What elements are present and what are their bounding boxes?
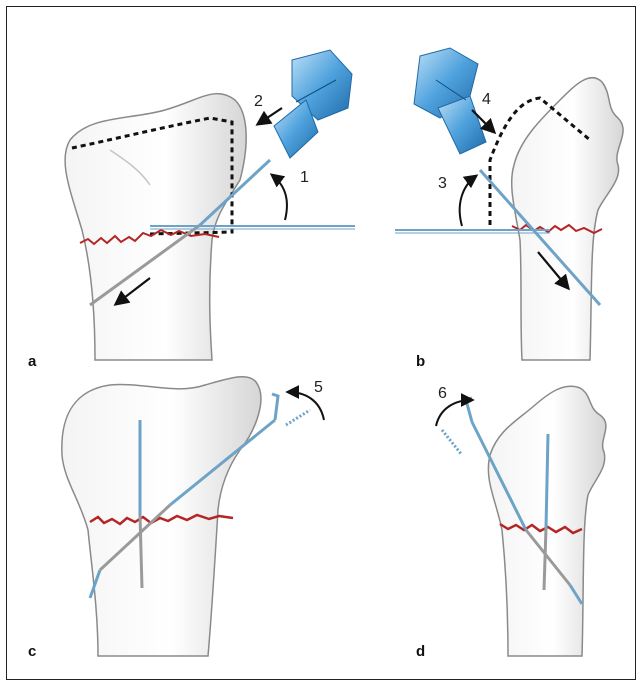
panel-b: [395, 48, 623, 360]
step-label-1: 1: [300, 169, 309, 186]
panel-c: [62, 377, 324, 656]
panel-label-c: c: [28, 643, 36, 660]
step-label-5: 5: [314, 379, 323, 396]
panel-a: [65, 50, 355, 360]
step-label-3: 3: [438, 175, 447, 192]
bone-c: [62, 377, 261, 656]
panel-d: [436, 386, 606, 656]
drill-b: [414, 48, 486, 154]
arrow-2: [258, 108, 282, 124]
angle-arrow-1: [272, 175, 287, 220]
wire-c2-dashed: [286, 410, 310, 425]
step-label-6: 6: [438, 385, 447, 402]
panel-label-b: b: [416, 353, 425, 370]
wire-c1-inside: [140, 515, 142, 588]
wire-d1: [546, 434, 548, 528]
step-label-2: 2: [254, 93, 263, 110]
wire-d2-bent: [466, 398, 472, 422]
angle-arrow-3: [460, 176, 476, 226]
panel-label-d: d: [416, 643, 425, 660]
drill-a: [274, 50, 352, 158]
bend-arrow-5: [288, 392, 324, 420]
wire-d1-inside: [544, 528, 546, 590]
wire-d2-dashed: [442, 430, 462, 455]
panel-label-a: a: [28, 353, 37, 370]
step-label-4: 4: [482, 91, 491, 108]
wire-c2-bent: [272, 394, 278, 420]
